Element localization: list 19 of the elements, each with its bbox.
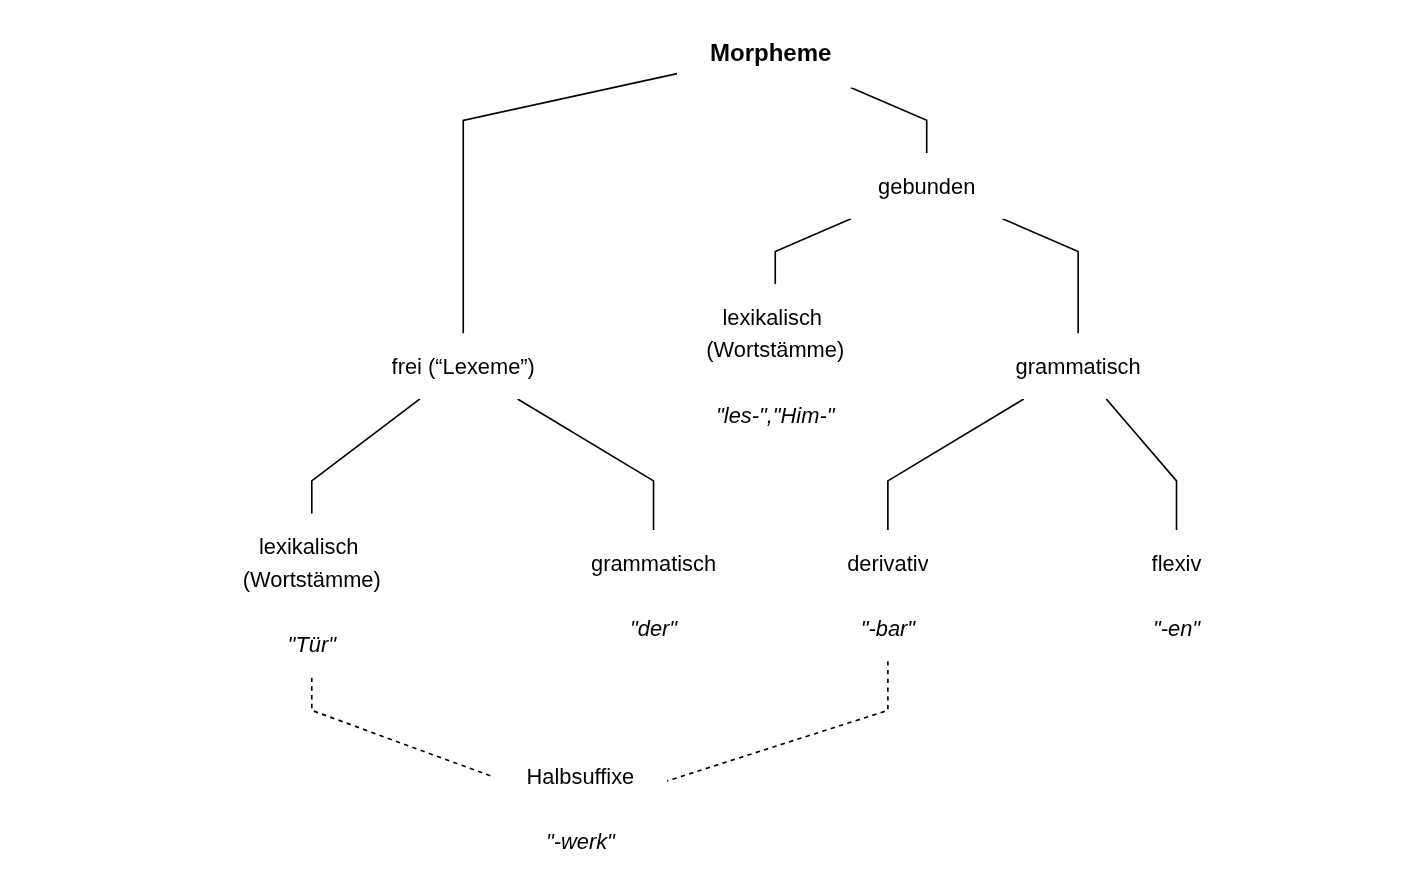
node-text: lexikalisch (Wortstämme) "Tür" bbox=[242, 534, 381, 657]
connector bbox=[516, 398, 654, 531]
node-text: frei (“Lexeme”) bbox=[391, 354, 535, 379]
connector bbox=[886, 398, 1025, 531]
connector bbox=[665, 660, 889, 782]
connector bbox=[1001, 217, 1079, 335]
connector bbox=[1105, 398, 1177, 531]
connector bbox=[310, 398, 421, 515]
node-text: flexiv "-en" bbox=[1151, 550, 1201, 641]
connector bbox=[849, 86, 928, 154]
node-text: Morpheme bbox=[709, 39, 832, 67]
node-text: lexikalisch (Wortstämme) "les-","Him-" bbox=[705, 305, 844, 428]
node-text: grammatisch bbox=[1015, 354, 1141, 379]
connector bbox=[773, 217, 852, 286]
node-text: grammatisch "der" bbox=[590, 550, 716, 641]
node-text: Halbsuffixe "-werk" bbox=[526, 763, 634, 854]
node-text: gebunden bbox=[877, 173, 975, 198]
node-text: derivativ "-bar" bbox=[846, 550, 929, 641]
connector bbox=[461, 72, 678, 335]
